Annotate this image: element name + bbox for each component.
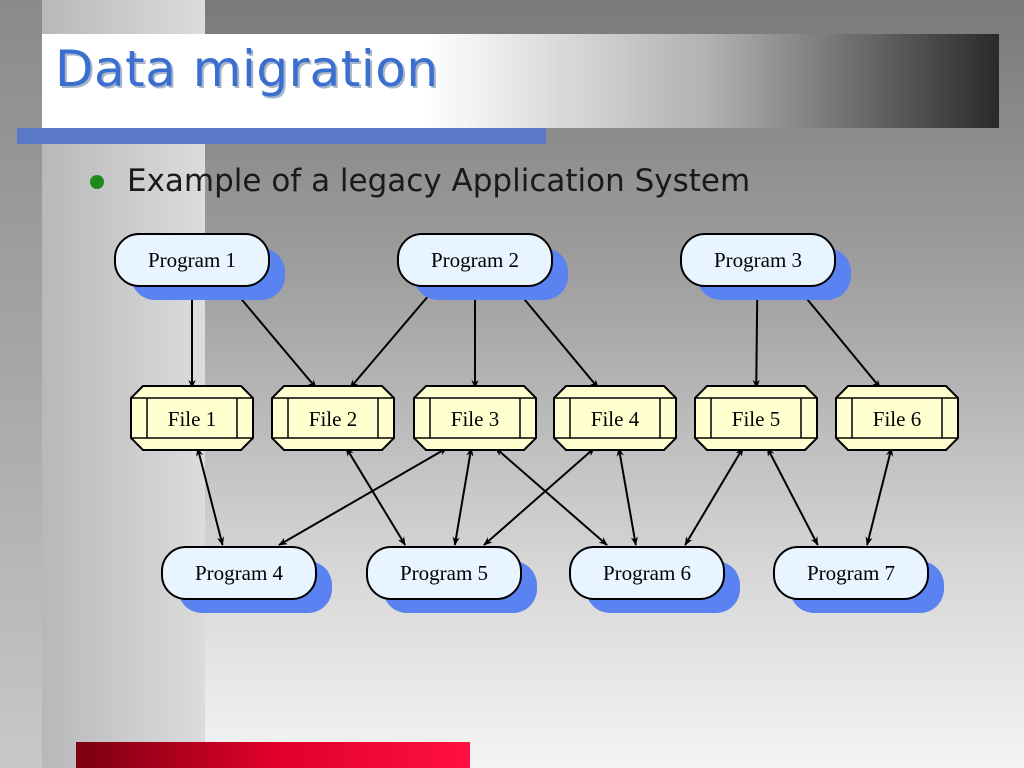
connection-f3-p5 bbox=[452, 447, 474, 546]
connection-f3-p4 bbox=[278, 447, 448, 546]
program-box bbox=[161, 546, 317, 600]
program-box bbox=[366, 546, 522, 600]
program-label: Program 2 bbox=[431, 248, 519, 272]
connection-f4-p6 bbox=[616, 447, 638, 546]
program-box bbox=[397, 233, 553, 287]
file-bevel bbox=[554, 397, 676, 439]
title-bar bbox=[42, 34, 999, 128]
program-label: Program 1 bbox=[148, 248, 236, 272]
file-bevel bbox=[695, 397, 817, 439]
connection-p3-f5 bbox=[752, 287, 761, 389]
file-node-3: File 3 bbox=[413, 385, 537, 451]
program-label: Program 3 bbox=[714, 248, 802, 272]
program-label: Program 4 bbox=[195, 561, 284, 585]
connection-f6-p7 bbox=[865, 447, 893, 546]
file-label: File 4 bbox=[591, 407, 640, 431]
program-node-4: Program 4 bbox=[161, 546, 332, 613]
program-node-5: Program 5 bbox=[366, 546, 537, 613]
file-shape bbox=[553, 385, 677, 451]
program-box bbox=[114, 233, 270, 287]
program-label: Program 5 bbox=[400, 561, 488, 585]
program-node-7: Program 7 bbox=[773, 546, 944, 613]
file-shape bbox=[835, 385, 959, 451]
file-shape bbox=[413, 385, 537, 451]
program-box bbox=[569, 546, 725, 600]
connection-p2-f4 bbox=[514, 287, 599, 389]
program-label: Program 6 bbox=[603, 561, 691, 585]
connection-p1-f2 bbox=[231, 287, 317, 389]
file-bevel bbox=[131, 397, 253, 439]
program-label: Program 7 bbox=[807, 561, 895, 585]
connection-f2-p5 bbox=[345, 447, 407, 546]
file-node-4: File 4 bbox=[553, 385, 677, 451]
program-box bbox=[773, 546, 929, 600]
bullet-text: Example of a legacy Application System bbox=[127, 163, 751, 199]
connection-f3-p6 bbox=[494, 447, 608, 546]
connection-p3-f6 bbox=[797, 287, 882, 389]
bullet-dot bbox=[90, 175, 104, 189]
slide-title: Data migration bbox=[55, 40, 439, 98]
program-node-2: Program 2 bbox=[397, 233, 568, 300]
file-node-1: File 1 bbox=[130, 385, 254, 451]
file-label: File 3 bbox=[451, 407, 499, 431]
file-bevel bbox=[836, 397, 958, 439]
file-shape bbox=[130, 385, 254, 451]
nodes: Program 1 Program 2 Program 3 Program 4 Prog… bbox=[114, 233, 959, 613]
program-node-3: Program 3 bbox=[680, 233, 851, 300]
file-label: File 5 bbox=[732, 407, 780, 431]
program-node-1: Program 1 bbox=[114, 233, 285, 300]
file-bevel bbox=[414, 397, 536, 439]
bottom-accent-bar bbox=[76, 742, 470, 768]
file-node-2: File 2 bbox=[271, 385, 395, 451]
file-shape bbox=[694, 385, 818, 451]
title-underline bbox=[17, 128, 546, 144]
program-box bbox=[680, 233, 836, 287]
file-shape bbox=[271, 385, 395, 451]
connection-f5-p6 bbox=[684, 447, 744, 546]
connections bbox=[188, 287, 893, 546]
connection-p2-f2 bbox=[349, 287, 436, 389]
connection-f5-p7 bbox=[766, 447, 819, 546]
file-bevel bbox=[272, 397, 394, 439]
connection-f4-p5 bbox=[483, 447, 596, 546]
program-node-6: Program 6 bbox=[569, 546, 740, 613]
connection-f1-p4 bbox=[196, 447, 225, 546]
file-node-5: File 5 bbox=[694, 385, 818, 451]
file-label: File 1 bbox=[168, 407, 216, 431]
file-label: File 6 bbox=[873, 407, 921, 431]
file-node-6: File 6 bbox=[835, 385, 959, 451]
file-label: File 2 bbox=[309, 407, 357, 431]
